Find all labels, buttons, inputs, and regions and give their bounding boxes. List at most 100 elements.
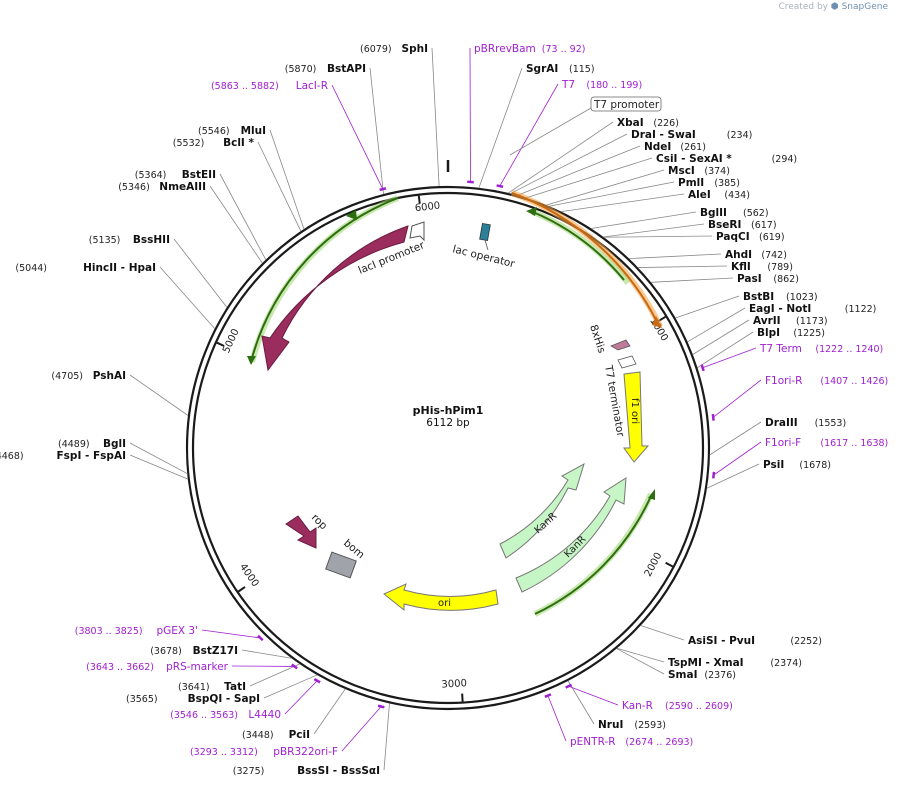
laci-arrow[interactable] [261,225,409,372]
site-hincii[interactable]: HincII - HpaI(5044) [15,262,216,329]
site-bstapi[interactable]: BstAPI(5870) [285,63,384,195]
site-psii[interactable]: PsiI(1678) [706,459,831,489]
kanr-arrow-1[interactable] [499,462,585,559]
site-alei[interactable]: AleI(434) [560,189,750,213]
primer-leader-line [568,685,619,706]
site-leader-line [517,145,641,196]
site-bcli[interactable]: BclI *(5532) [173,137,302,232]
site-position: (1678) [799,460,831,471]
primer-t7term[interactable]: T7 Term(1222 .. 1240) [700,343,884,372]
primer-pentr-r[interactable]: pENTR-R(2674 .. 2693) [544,693,693,748]
site-leader-line [241,649,292,659]
lac-operator-box[interactable] [479,222,491,242]
site-bstbi[interactable]: BstBI(1023) [675,291,818,319]
site-bseri[interactable]: BseRI(617) [603,219,777,238]
site-kfli[interactable]: KflI(789) [637,261,793,273]
site-position: (562) [743,208,769,219]
primer-pbr322ori-f[interactable]: pBR322ori-F(3293 .. 3312) [190,704,385,758]
site-drai[interactable]: DraI - SwaI(234) [510,129,752,194]
site-xbai[interactable]: XbaI(226) [508,117,679,194]
rop-arrow[interactable] [285,515,317,549]
site-position: (862) [773,274,799,285]
orange-orf-arrowhead [652,316,662,328]
site-bsshii[interactable]: BssHII(5135) [89,234,228,308]
primer-mark [379,187,387,192]
site-position: (1553) [815,418,847,429]
primer-laci-r[interactable]: LacI-R(5863 .. 5882) [211,80,387,192]
site-bspqi[interactable]: BspQI - SapI(3565) [126,674,318,705]
site-pshai[interactable]: PshAI(4705) [51,370,189,416]
kanr-arrow-2[interactable] [515,477,627,593]
site-leader-line [219,173,267,260]
site-smai[interactable]: SmaI(2376) [616,648,736,681]
primer-t7[interactable]: T7(180 .. 199) [496,79,643,188]
primer-mark [712,471,716,479]
site-pcii[interactable]: PciI(3448) [242,688,346,741]
site-position: (294) [772,154,798,165]
site-bgli[interactable]: BglI(4489) [58,438,188,474]
bom-box[interactable] [325,551,357,579]
site-leader-line [313,688,346,735]
primer-range: (2590 .. 2609) [665,701,733,712]
primer-f1ori-f[interactable]: F1ori-F(1617 .. 1638) [712,437,888,479]
site-position: (1122) [845,304,877,315]
site-csii[interactable]: CsiI - SexAI *(294) [525,153,798,199]
site-blpi[interactable]: BlpI(1225) [697,327,825,369]
primer-f1ori-r[interactable]: F1ori-R(1407 .. 1426) [711,375,888,421]
site-name: KflI [731,261,751,273]
site-leader-line [560,193,685,213]
site-sgrai[interactable]: SgrAI(115) [478,63,595,188]
site-leader-line [650,277,734,283]
site-paqci[interactable]: PaqCI(619) [603,231,785,243]
site-draiii[interactable]: DraIII(1553) [709,417,847,456]
t7-promoter-callout[interactable]: T7 promoter [509,96,662,156]
primer-mark [377,704,385,709]
site-avrii[interactable]: AvrII(1173) [692,315,828,355]
t7-terminator-arrow[interactable] [617,355,637,369]
primer-pgex3[interactable]: pGEX 3'(3803 .. 3825) [75,625,264,642]
site-name: NruI [598,719,623,731]
site-leader-line [129,374,189,416]
site-sphi[interactable]: SphI(6079) [360,43,440,187]
his-tag-arrow[interactable] [610,339,631,351]
primer-l4440[interactable]: L4440(3546 .. 3563) [170,678,321,721]
site-bsssi[interactable]: BssSI - BssSαI(3275) [233,703,390,777]
site-name: PmlI [678,177,704,189]
primer-pbrrevbam[interactable]: pBRrevBam(73 .. 92) [467,43,585,184]
primer-kan-r[interactable]: Kan-R(2590 .. 2609) [565,683,733,712]
site-ahdi[interactable]: AhdI(742) [629,249,787,261]
primer-name: F1ori-R [765,375,802,387]
site-msci[interactable]: MscI(374) [546,165,730,206]
site-ndei[interactable]: NdeI(261) [517,141,706,196]
green-orf-arrowhead-left [247,356,256,365]
f1-ori-arrow[interactable] [623,371,650,463]
site-name: BclI * [223,137,254,149]
site-mlui[interactable]: MluI(5546) [198,125,305,230]
primer-leader-line [702,347,757,369]
site-name: BstBI [743,291,774,303]
site-fspi[interactable]: FspI - FspAI(4468) [0,450,189,480]
ori-arrow[interactable] [383,583,499,612]
site-position: (2374) [770,658,802,669]
site-leader-line [257,141,302,232]
site-nmeaiii[interactable]: NmeAIII(5346) [118,181,263,264]
site-position: (5546) [198,126,230,137]
site-nrui[interactable]: NruI(2593) [567,680,666,731]
site-eagi[interactable]: EagI - NotI(1122) [687,303,877,343]
site-name: BstZ17I [193,645,238,657]
site-bsteii[interactable]: BstEII(5364) [135,169,267,260]
site-bglii[interactable]: BglII(562) [591,207,769,229]
site-pmli[interactable]: PmlI(385) [548,177,740,207]
site-bstz17i[interactable]: BstZ17I(3678) [150,645,292,659]
site-tati[interactable]: TatI(3641) [178,663,300,693]
plasmid-size: 6112 bp [426,417,470,429]
primer-prs-marker[interactable]: pRS-marker(3643 .. 3662) [86,661,298,673]
site-pasi[interactable]: PasI(862) [650,273,799,285]
site-name: XbaI [617,117,644,129]
ruler-tick [216,341,225,347]
site-position: (1173) [796,316,828,327]
laci-promoter-arrow[interactable] [409,221,425,242]
site-tspmi[interactable]: TspMI - XmaI(2374) [616,647,802,669]
site-asisi[interactable]: AsiSI - PvuI(2252) [640,625,822,647]
